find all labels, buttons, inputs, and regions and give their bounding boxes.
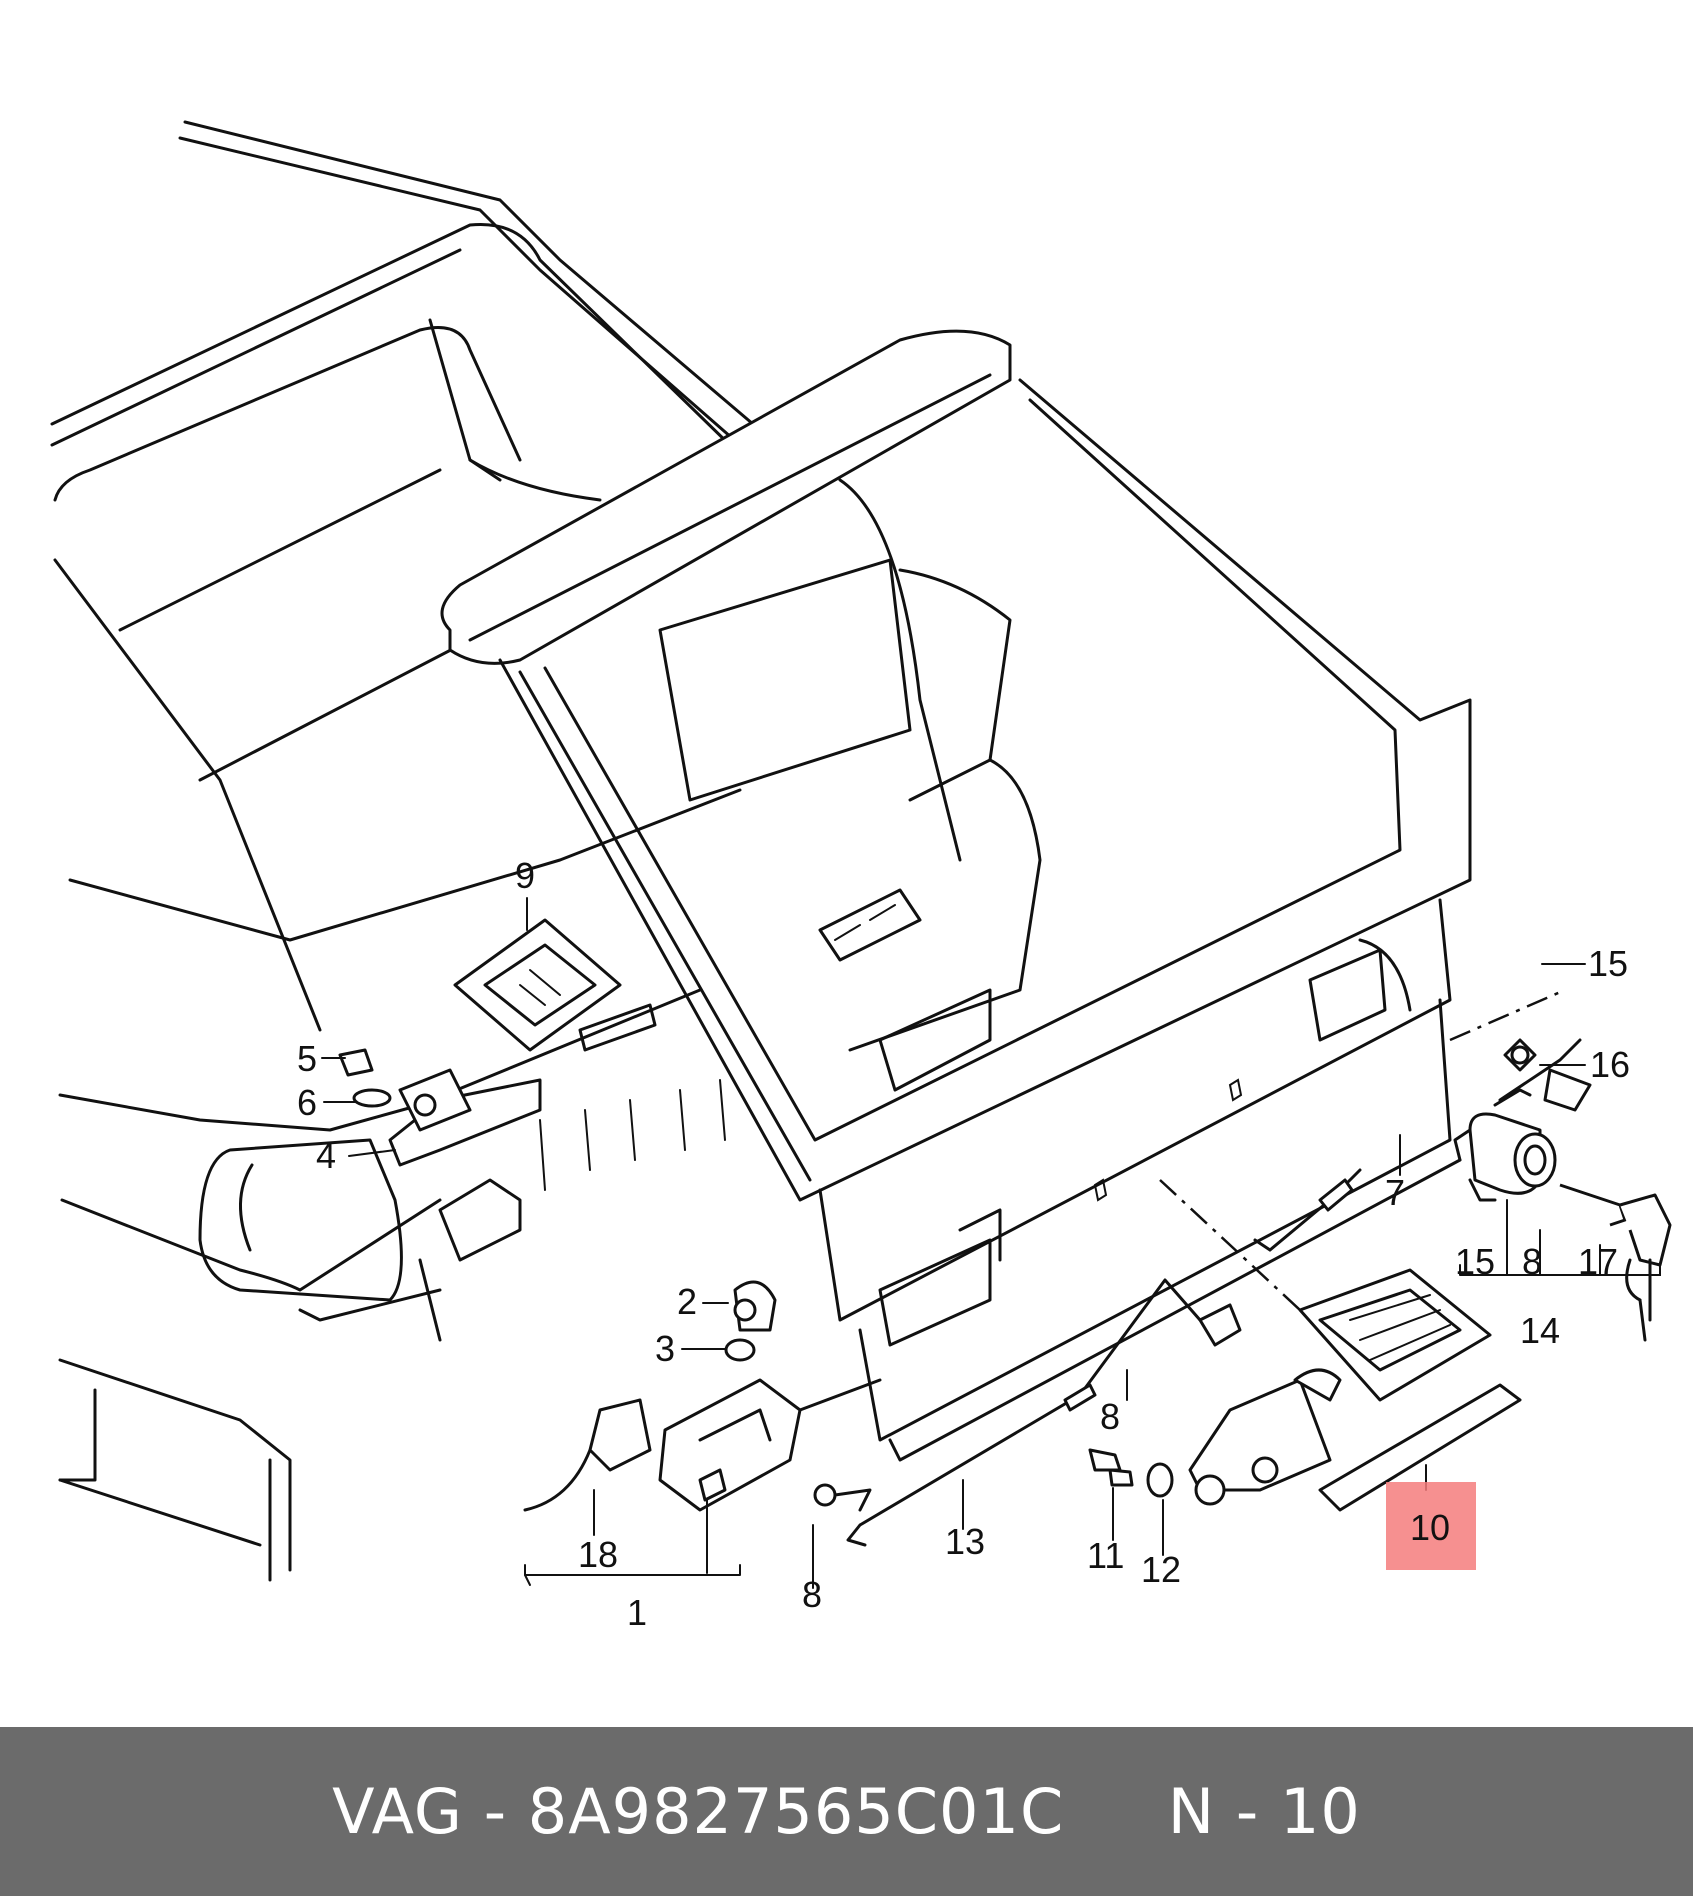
callout-14: 14 — [1520, 1310, 1560, 1351]
callout-17: 17 — [1578, 1241, 1618, 1282]
callouts: 5 6 4 9 2 3 18 1 8 13 8 11 12 10 7 15 16… — [297, 855, 1630, 1633]
part-info-bar: VAG - 8A9827565C01C N - 10 — [0, 1727, 1693, 1896]
parts-diagram: 5 6 4 9 2 3 18 1 8 13 8 11 12 10 7 15 16… — [50, 120, 1672, 1633]
callout-18: 18 — [578, 1534, 618, 1575]
installation-line — [1159, 1179, 1301, 1311]
callout-3: 3 — [655, 1328, 675, 1369]
callout-7: 7 — [1385, 1172, 1405, 1213]
highlight-box — [1386, 1482, 1476, 1570]
callout-13: 13 — [945, 1521, 985, 1562]
callout-11: 11 — [1087, 1535, 1124, 1576]
callout-10: 10 — [1410, 1507, 1450, 1548]
callout-12: 12 — [1141, 1549, 1181, 1590]
separator: - — [483, 1775, 508, 1848]
callout-4: 4 — [316, 1135, 336, 1176]
part-13-rod — [846, 1278, 1202, 1547]
part-1-lock — [523, 1280, 882, 1512]
callout-16: 16 — [1590, 1044, 1630, 1085]
position-label: N - 10 — [1167, 1775, 1361, 1848]
callout-8-center: 8 — [1100, 1396, 1120, 1437]
part-info-text: VAG - 8A9827565C01C N - 10 — [332, 1775, 1361, 1848]
callout-1: 1 — [627, 1592, 647, 1633]
brand-label: VAG — [332, 1775, 463, 1848]
car-body — [50, 120, 762, 1582]
part-4-striker — [338, 1048, 542, 1262]
part-8-clip-center — [1198, 1303, 1242, 1347]
callout-5: 5 — [297, 1038, 317, 1079]
callout-9: 9 — [515, 855, 535, 896]
callout-2: 2 — [677, 1281, 697, 1322]
callout-15-top: 15 — [1588, 943, 1628, 984]
part-11-12-screw — [1088, 1448, 1174, 1498]
callout-15-bottom: 15 — [1455, 1241, 1495, 1282]
part-number: 8A9827565C01C — [527, 1775, 1065, 1848]
part-10-handle — [1188, 1268, 1522, 1512]
callout-8-lower: 8 — [802, 1574, 822, 1615]
leader-lines — [321, 897, 1661, 1589]
tailgate — [440, 329, 1472, 1462]
callout-8-right: 8 — [1522, 1241, 1542, 1282]
part-14-lock-cylinder — [1453, 1038, 1672, 1342]
part-9-light — [453, 918, 657, 1052]
callout-6: 6 — [297, 1082, 317, 1123]
